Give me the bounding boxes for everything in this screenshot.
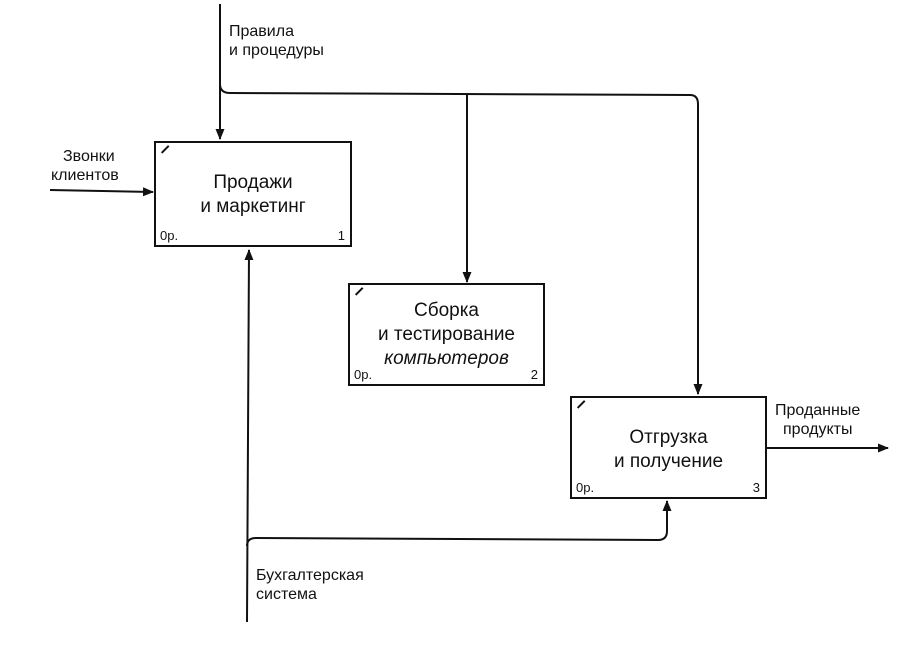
box-corner-mark xyxy=(569,393,586,409)
box-title-line: и маркетинг xyxy=(200,196,306,217)
box-title-line: Продажи xyxy=(213,172,293,193)
activity-box-sales-marketing[interactable]: Продажи и маркетинг 0р. 1 xyxy=(153,138,352,247)
input-label: Звонки клиентов xyxy=(51,147,119,185)
control-branch-line xyxy=(219,83,699,105)
input-arrow-to-box-1 xyxy=(49,187,154,197)
box-title-line: компьютеров xyxy=(384,348,509,369)
box-title: Отгрузка и получение xyxy=(572,426,765,474)
output-label-line: продукты xyxy=(783,421,853,438)
activity-box-assembly-testing[interactable]: Сборка и тестирование компьютеров 0р. 2 xyxy=(347,280,545,386)
box-title-line: Отгрузка xyxy=(629,427,708,448)
box-corner-mark xyxy=(347,280,364,296)
mechanism-label-line: Бухгалтерская xyxy=(256,567,364,584)
control-label-line: и процедуры xyxy=(229,42,324,59)
box-title-line: и тестирование xyxy=(377,324,516,345)
activity-box-shipping-receiving[interactable]: Отгрузка и получение 0р. 3 xyxy=(569,393,767,499)
box-title: Сборка и тестирование компьютеров xyxy=(350,299,543,371)
box-number: 1 xyxy=(337,228,345,243)
box-title-line: и получение xyxy=(613,451,724,472)
box-title: Продажи и маркетинг xyxy=(156,171,350,219)
input-label-line: клиентов xyxy=(51,167,119,184)
box-corner-mark xyxy=(153,138,170,154)
control-label-line: Правила xyxy=(229,23,294,40)
box-number: 2 xyxy=(530,367,538,382)
box-cost: 0р. xyxy=(354,367,373,382)
mechanism-label: Бухгалтерская система xyxy=(256,566,364,604)
output-label: Проданные продукты xyxy=(775,401,860,439)
mechanism-label-line: система xyxy=(256,586,317,603)
control-label: Правила и процедуры xyxy=(229,22,324,60)
output-label-line: Проданные xyxy=(775,402,861,419)
input-label-line: Звонки xyxy=(63,148,115,165)
box-number: 3 xyxy=(752,480,760,495)
box-title-line: Сборка xyxy=(413,300,480,321)
mechanism-arrow-to-box-3 xyxy=(246,500,672,547)
box-cost: 0р. xyxy=(160,228,179,243)
box-cost: 0р. xyxy=(576,480,595,495)
mechanism-arrow-to-box-1 xyxy=(244,249,254,623)
